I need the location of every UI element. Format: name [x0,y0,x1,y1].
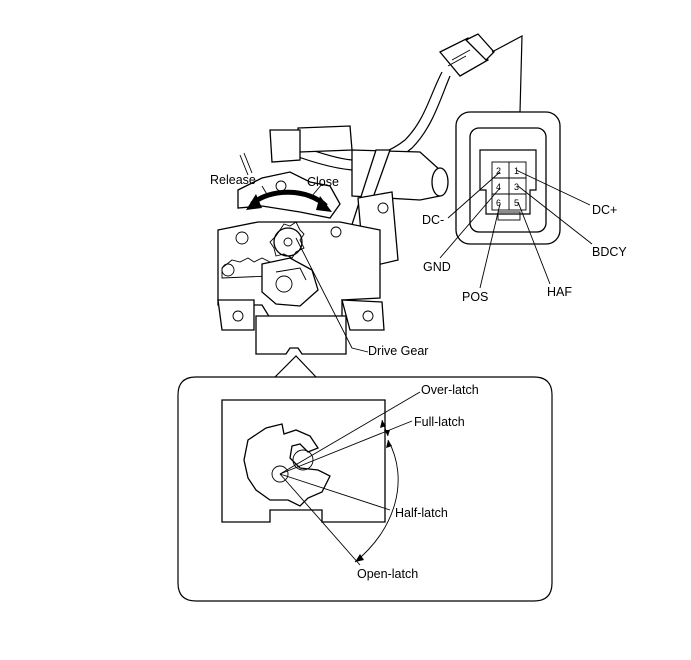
pin-label-gnd: GND [423,260,451,274]
pin-number-2: 2 [496,166,501,176]
pin-number-5: 5 [514,198,519,208]
detail-panel [177,376,553,602]
pin-label-pos: POS [462,290,488,304]
pin-leader-lines [439,169,593,289]
plug-callout-line [491,34,523,113]
latch-detail [221,399,386,523]
close-label: Close [307,175,339,189]
latch-position-lines [279,391,421,566]
drive-gear-leader [295,237,369,353]
connector-pin-labels: DC+ DC- BDCY GND HAF POS [422,203,627,304]
half-latch-label: Half-latch [395,506,448,520]
rotation-arrow [246,189,332,212]
lock-assembly [217,125,449,355]
detail-callout-pointer [274,355,317,378]
pin-number-4: 4 [496,182,501,192]
release-label: Release [210,173,256,187]
pin-number-3: 3 [514,182,519,192]
pin-label-dc-minus: DC- [422,213,444,227]
open-latch-label: Open-latch [357,567,418,581]
pin-number-1: 1 [514,166,519,176]
connector-face [455,111,561,245]
pin-label-dc-plus: DC+ [592,203,617,217]
connector-pin-numbers: 1 2 3 4 5 6 [496,166,519,208]
harness-plug [438,33,495,77]
pin-label-bdcy: BDCY [592,245,627,259]
latch-angle-arcs [354,419,399,563]
drive-gear-label: Drive Gear [368,344,428,358]
full-latch-label: Full-latch [414,415,465,429]
release-close-leaders [239,152,323,197]
over-latch-label: Over-latch [421,383,479,397]
pin-label-haf: HAF [547,285,572,299]
pin-number-6: 6 [496,198,501,208]
